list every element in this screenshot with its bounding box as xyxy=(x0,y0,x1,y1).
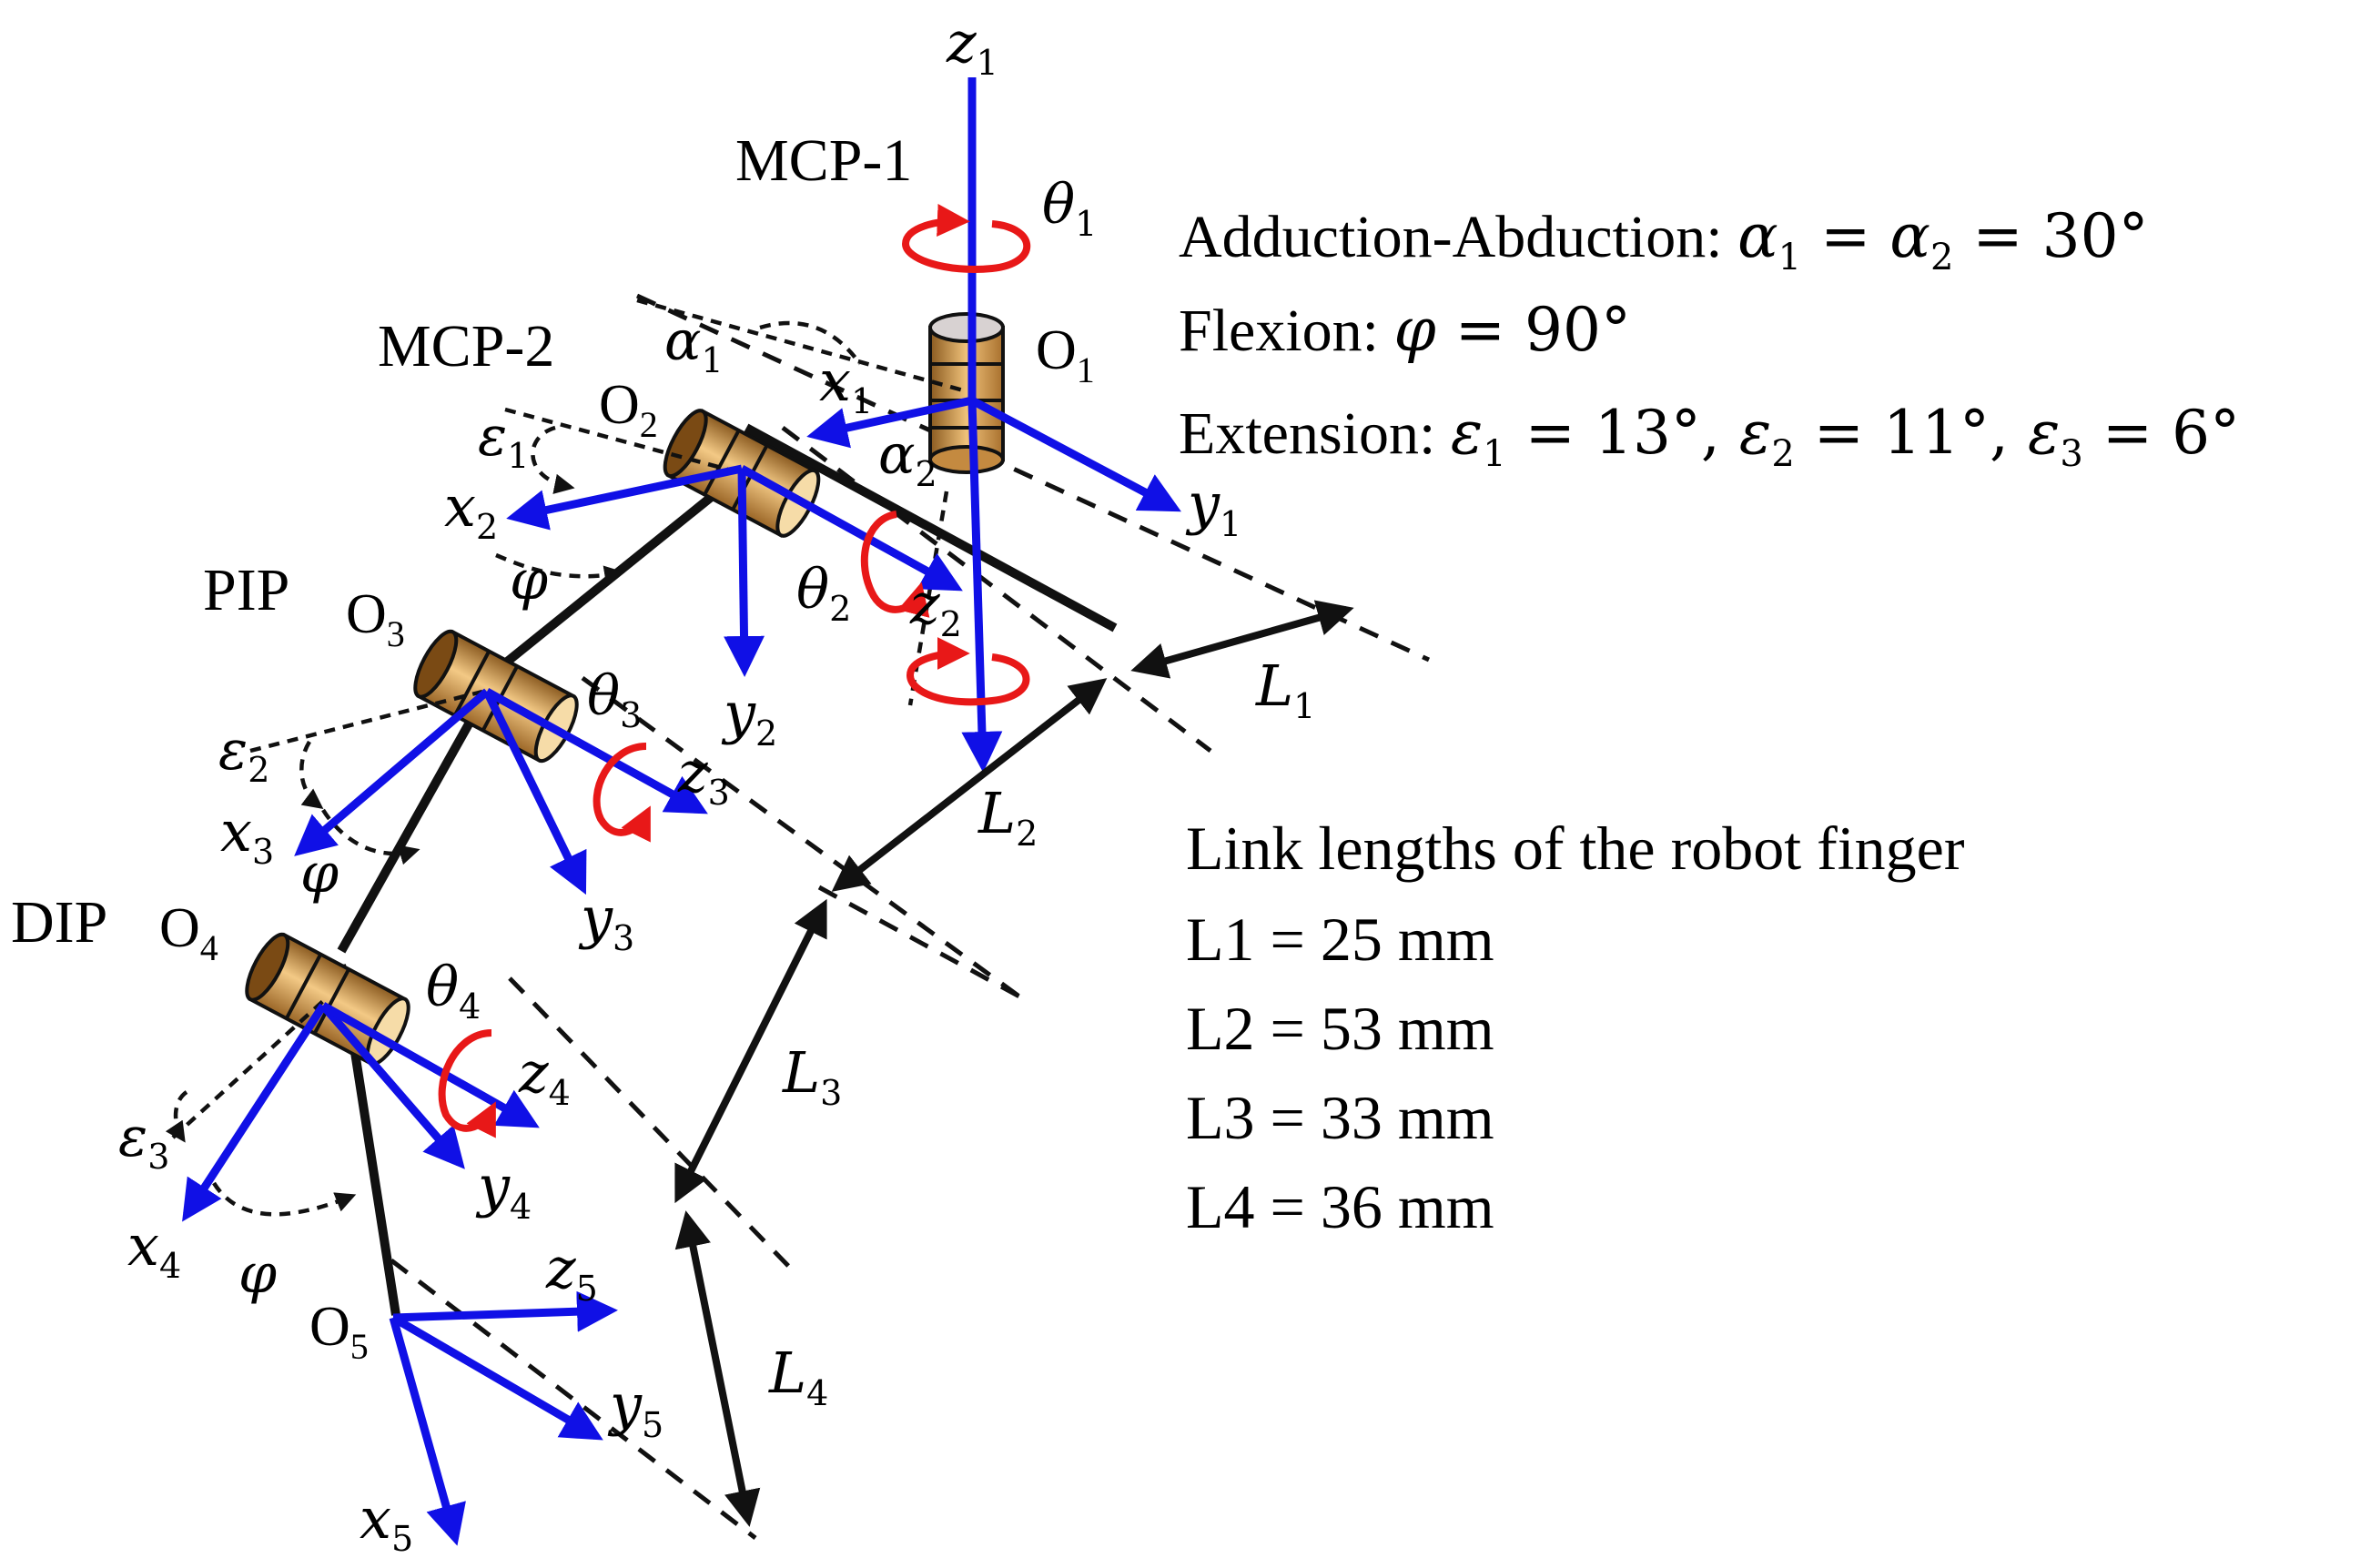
label-l1: L1 xyxy=(1255,652,1315,726)
spec-adduction: Adduction-Abduction: α1 = α2 = 30° xyxy=(1179,201,2149,278)
link-lengths-block: Link lengths of the robot finger L1 = 25… xyxy=(1186,814,1965,1241)
theta2a-rotation xyxy=(860,511,930,618)
label-theta1: θ1 xyxy=(1042,173,1097,244)
axis-z2 xyxy=(739,465,963,592)
label-x1: x1 xyxy=(819,348,873,421)
spec-flexion: Flexion: φ = 90° xyxy=(1179,295,1631,365)
label-z4: z4 xyxy=(518,1039,571,1113)
label-pip: PIP xyxy=(203,557,289,623)
axis-y1 xyxy=(969,397,1181,512)
label-y2: y2 xyxy=(721,680,777,754)
axis-z4 xyxy=(320,1002,540,1128)
axis-x4 xyxy=(182,1003,327,1222)
label-o5: O5 xyxy=(309,1296,369,1367)
link-dimension-labels: L1 L2 L3 L4 xyxy=(768,652,1315,1413)
dim-l4 xyxy=(674,1210,761,1527)
theta2b-rotation xyxy=(906,637,1030,706)
label-eps2: ε2 xyxy=(218,719,269,790)
theta3-rotation xyxy=(593,743,651,843)
label-z2: z2 xyxy=(909,571,962,644)
label-o4: O4 xyxy=(159,897,218,968)
angle-labels: θ1 θ2 θ3 θ4 α1 α2 ε1 ε2 ε3 φ φ φ xyxy=(118,173,1097,1306)
label-l3: L3 xyxy=(782,1039,842,1113)
link-length-item: L3 = 33 mm xyxy=(1186,1083,1494,1152)
label-z3: z3 xyxy=(677,739,730,813)
label-alpha1: α1 xyxy=(664,309,724,380)
dim-l2 xyxy=(831,678,1108,892)
label-phi-1: φ xyxy=(510,549,548,612)
label-eps1: ε1 xyxy=(478,405,529,476)
angle-specification: Adduction-Abduction: α1 = α2 = 30° Flexi… xyxy=(1179,201,2240,475)
link-length-item: L1 = 25 mm xyxy=(1186,905,1494,974)
joint-dip-cylinder xyxy=(245,932,410,1067)
axis-y4 xyxy=(319,1003,465,1169)
label-mcp2: MCP-2 xyxy=(378,313,554,379)
label-y1: y1 xyxy=(1185,470,1241,544)
label-dip: DIP xyxy=(11,889,107,956)
axis-x1 xyxy=(806,396,973,449)
label-theta4: θ4 xyxy=(426,956,481,1027)
label-z1: z1 xyxy=(946,9,998,83)
label-mcp1: MCP-1 xyxy=(735,127,912,194)
angle-reference-lines xyxy=(165,298,967,1217)
label-y3: y3 xyxy=(578,885,634,958)
label-o1: O1 xyxy=(1036,319,1095,390)
theta1-rotation xyxy=(901,204,1031,273)
label-x4: x4 xyxy=(127,1212,181,1286)
axis-z3 xyxy=(484,688,708,814)
label-x3: x3 xyxy=(220,798,274,872)
label-o2: O2 xyxy=(599,374,658,445)
label-theta3: θ3 xyxy=(587,664,642,735)
label-phi-2: φ xyxy=(300,842,339,905)
label-z5: z5 xyxy=(545,1235,598,1309)
axis-y2 xyxy=(724,468,765,677)
link-length-item: L2 = 53 mm xyxy=(1186,994,1494,1063)
label-eps3: ε3 xyxy=(118,1106,169,1177)
link-length-item: L4 = 36 mm xyxy=(1186,1172,1494,1241)
axis-x3 xyxy=(294,688,490,856)
label-l4: L4 xyxy=(768,1340,828,1413)
axis-y5 xyxy=(390,1314,603,1441)
label-l2: L2 xyxy=(977,780,1038,854)
dimension-arrows xyxy=(674,600,1354,1527)
axis-labels: z1 x1 y1 x2 y2 z2 x3 y3 z3 x4 y4 z4 x5 y… xyxy=(127,9,1241,1559)
label-alpha2: α2 xyxy=(878,423,937,494)
coordinate-axes xyxy=(182,77,1181,1546)
axis-x5 xyxy=(389,1316,466,1546)
label-phi-3: φ xyxy=(238,1242,277,1306)
label-x5: x5 xyxy=(360,1485,413,1559)
joint-mcp1-cylinder xyxy=(928,312,1005,474)
axis-z5 xyxy=(392,1290,618,1332)
theta4-rotation xyxy=(438,1029,496,1138)
axis-y3 xyxy=(482,690,587,895)
dim-l1 xyxy=(1130,600,1354,679)
link-lengths-title: Link lengths of the robot finger xyxy=(1186,814,1965,883)
label-y4: y4 xyxy=(475,1153,532,1227)
axis-x2 xyxy=(506,464,743,531)
label-theta2: θ2 xyxy=(796,558,851,629)
label-x2: x2 xyxy=(444,473,498,547)
finger-links xyxy=(337,423,1118,1316)
dim-l3 xyxy=(674,898,827,1204)
label-o3: O3 xyxy=(346,583,405,654)
label-y5: y5 xyxy=(607,1371,663,1445)
spec-extension: Extension: ε1 = 13°, ε2 = 11°, ε3 = 6° xyxy=(1179,398,2240,475)
